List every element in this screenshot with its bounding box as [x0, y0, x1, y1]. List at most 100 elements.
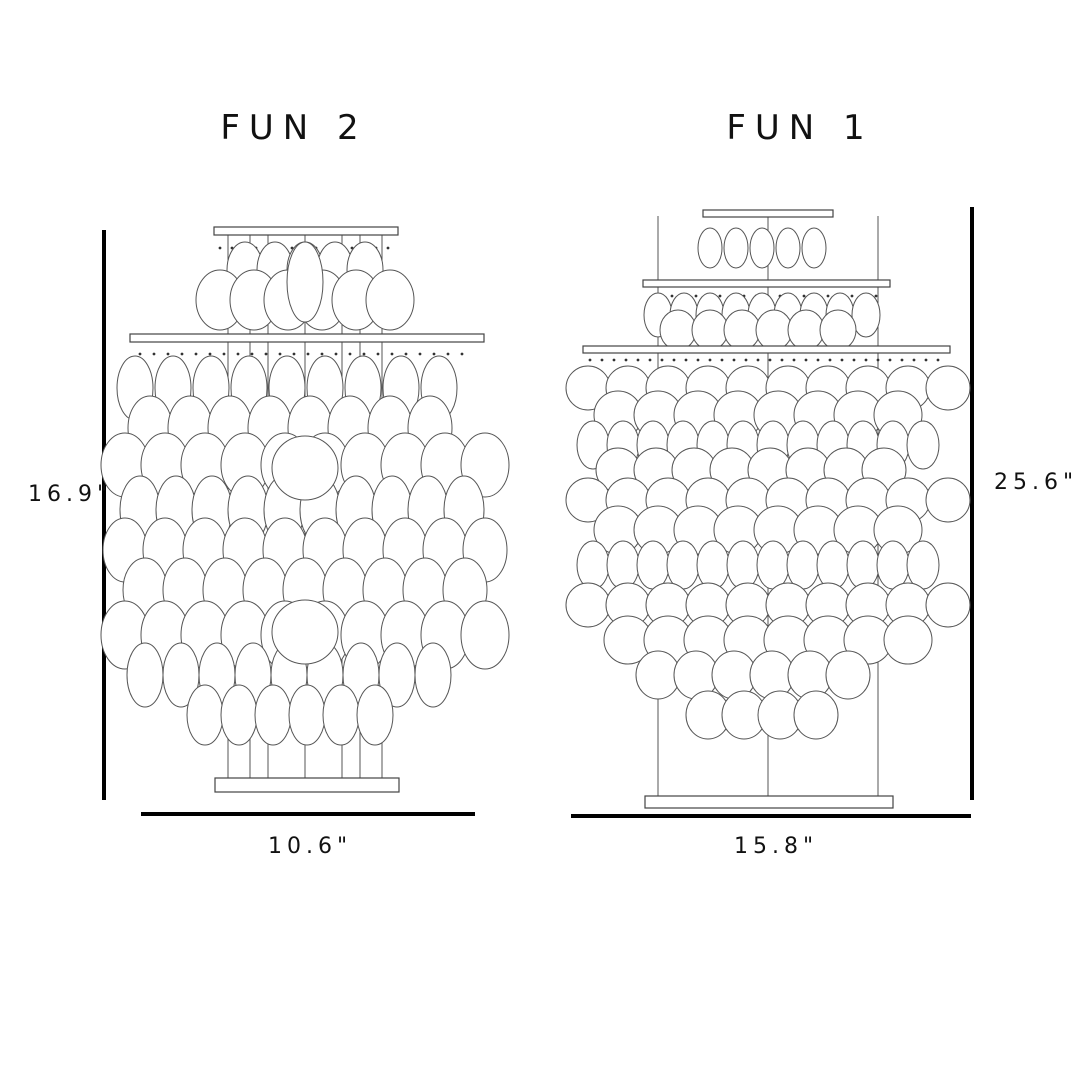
hook-dot — [446, 352, 450, 356]
hook-dot — [236, 352, 240, 356]
hook-dot — [802, 294, 806, 298]
shell-disc — [925, 477, 971, 523]
hook-dot — [780, 358, 784, 362]
shell-disc — [755, 309, 793, 351]
shell-disc — [876, 540, 910, 590]
hook-dot — [660, 358, 664, 362]
shell-disc — [723, 227, 749, 269]
hook-dot — [888, 358, 892, 362]
hook-dot — [694, 294, 698, 298]
middle-plate — [129, 333, 485, 343]
fun1-title: FUN 1 — [726, 108, 874, 148]
hook-dot — [874, 294, 878, 298]
hook-dot — [362, 352, 366, 356]
shell-disc — [793, 690, 839, 740]
shell-disc — [576, 540, 610, 590]
hook-dot — [864, 358, 868, 362]
shell-disc — [271, 435, 339, 501]
hook-dot — [334, 352, 338, 356]
shell-disc — [691, 309, 729, 351]
shell-disc — [726, 540, 760, 590]
hook-dot — [936, 358, 940, 362]
fun1-height-line — [970, 207, 974, 800]
shell-disc — [697, 227, 723, 269]
shell-disc — [749, 227, 775, 269]
shell-disc — [906, 420, 940, 470]
hook-dot — [376, 352, 380, 356]
shell-disc — [286, 241, 324, 323]
shell-disc — [271, 599, 339, 665]
hook-dot — [636, 358, 640, 362]
hook-dot — [418, 352, 422, 356]
shell-disc — [775, 227, 801, 269]
fun2-height-label: 16.9" — [28, 482, 113, 507]
shell-disc — [126, 642, 164, 708]
hook-dot — [208, 352, 212, 356]
hook-dot — [744, 358, 748, 362]
fun1-lamp-drawing — [565, 209, 971, 809]
shell-disc — [220, 684, 258, 746]
hook-dot — [218, 246, 222, 250]
shell-disc — [606, 540, 640, 590]
shell-disc — [786, 540, 820, 590]
shell-disc — [723, 309, 761, 351]
hook-dot — [840, 358, 844, 362]
shell-disc — [756, 540, 790, 590]
hook-dot — [292, 352, 296, 356]
base-plate — [644, 795, 894, 809]
hook-dot — [152, 352, 156, 356]
shell-disc — [846, 540, 880, 590]
hook-dot — [390, 352, 394, 356]
shell-disc — [636, 540, 670, 590]
shell-disc — [825, 650, 871, 700]
hook-dot — [804, 358, 808, 362]
top-plate — [702, 209, 834, 218]
shell-disc — [851, 292, 881, 338]
hook-dot — [588, 358, 592, 362]
hook-dot — [900, 358, 904, 362]
hook-dot — [624, 358, 628, 362]
shell-disc — [696, 540, 730, 590]
hook-dot — [194, 352, 198, 356]
hook-dot — [670, 294, 674, 298]
hook-dot — [828, 358, 832, 362]
shell-disc — [787, 309, 825, 351]
hook-dot — [718, 294, 722, 298]
hook-dot — [460, 352, 464, 356]
shell-disc — [565, 582, 611, 628]
fun2-lamp-drawing — [100, 226, 510, 793]
hook-dot — [852, 358, 856, 362]
hook-dot — [404, 352, 408, 356]
hook-dot — [672, 358, 676, 362]
shell-disc — [322, 684, 360, 746]
shell-disc — [906, 540, 940, 590]
hook-dot — [264, 352, 268, 356]
hook-dot — [768, 358, 772, 362]
hook-dot — [708, 358, 712, 362]
hook-dot — [600, 358, 604, 362]
lower-plate — [582, 345, 951, 354]
shell-disc — [365, 269, 415, 331]
base-plate — [214, 777, 400, 793]
top-plate — [213, 226, 399, 236]
hook-dot — [250, 352, 254, 356]
hook-dot — [306, 352, 310, 356]
fun2-height-line — [102, 230, 106, 800]
hook-dot — [816, 358, 820, 362]
hook-dot — [432, 352, 436, 356]
hook-dot — [756, 358, 760, 362]
shell-disc — [819, 309, 857, 351]
shell-disc — [186, 684, 224, 746]
fun1-width-line — [571, 814, 971, 818]
hook-dot — [612, 358, 616, 362]
shell-disc — [659, 309, 697, 351]
shell-disc — [635, 650, 681, 700]
shell-disc — [460, 600, 510, 670]
hook-dot — [850, 294, 854, 298]
fun2-title: FUN 2 — [220, 108, 368, 148]
hook-dot — [826, 294, 830, 298]
hook-dot — [138, 352, 142, 356]
fun1-width-label: 15.8" — [734, 834, 819, 859]
hook-dot — [732, 358, 736, 362]
hook-dot — [792, 358, 796, 362]
